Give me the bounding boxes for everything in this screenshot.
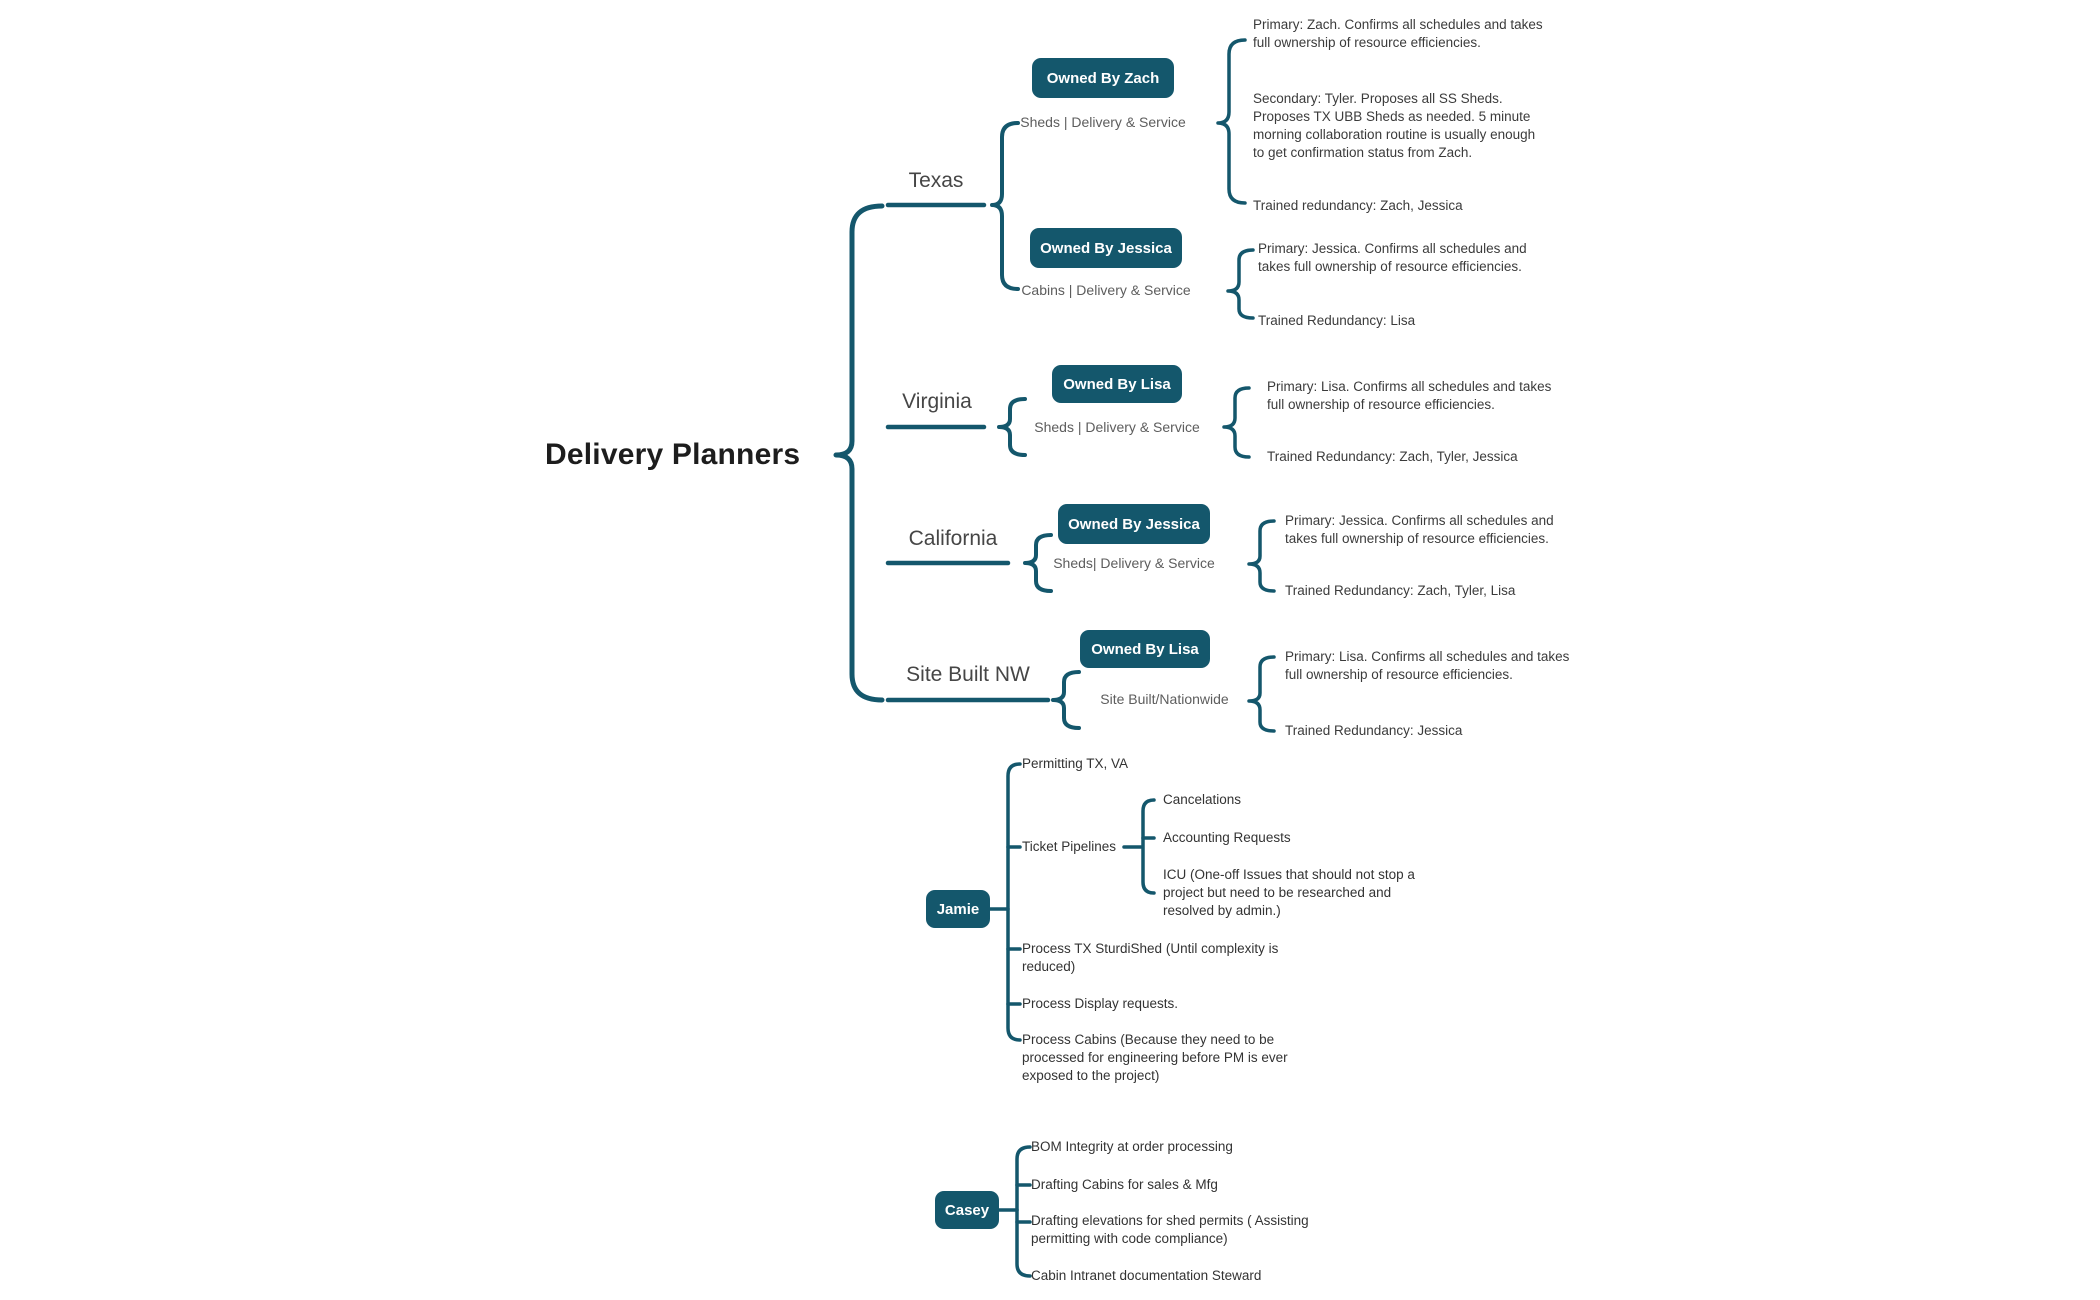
person-badge-casey[interactable]: Casey <box>935 1191 999 1229</box>
scope-label[interactable]: Cabins | Delivery & Service <box>1021 282 1191 298</box>
sitebuilt-connectors <box>885 655 1276 733</box>
note[interactable]: Primary: Zach. Confirms all schedules an… <box>1253 17 1543 50</box>
owner-badge[interactable]: Owned By Jessica <box>1058 504 1210 544</box>
note[interactable]: Trained Redundancy: Lisa <box>1258 313 1416 328</box>
owner-badge[interactable]: Owned By Lisa <box>1080 630 1210 668</box>
owner-badge[interactable]: Owned By Jessica <box>1030 228 1182 268</box>
owner-badge[interactable]: Owned By Lisa <box>1052 365 1182 403</box>
task-item[interactable]: Ticket Pipelines <box>1022 839 1117 854</box>
task-item[interactable]: Process Cabins (Because they need to be … <box>1022 1032 1288 1083</box>
scope-label[interactable]: Sheds| Delivery & Service <box>1053 555 1215 571</box>
root-topic[interactable]: Delivery Planners <box>545 438 801 471</box>
person-badge-jamie[interactable]: Jamie <box>926 890 990 928</box>
note[interactable]: Primary: Jessica. Confirms all schedules… <box>1258 241 1527 274</box>
region-topic-california[interactable]: California <box>908 527 998 550</box>
task-item[interactable]: BOM Integrity at order processing <box>1031 1139 1233 1154</box>
jamie-connectors <box>988 762 1156 1042</box>
note[interactable]: Trained Redundancy: Zach, Tyler, Jessica <box>1267 449 1518 464</box>
note[interactable]: Trained redundancy: Zach, Jessica <box>1253 198 1463 213</box>
texas-connectors <box>885 38 1255 320</box>
task-item[interactable]: Accounting Requests <box>1163 830 1291 845</box>
task-item[interactable]: Cabin Intranet documentation Steward <box>1031 1268 1262 1283</box>
california-connectors <box>885 519 1276 593</box>
note[interactable]: Primary: Lisa. Confirms all schedules an… <box>1285 649 1570 682</box>
scope-label[interactable]: Site Built/Nationwide <box>1100 691 1229 707</box>
note[interactable]: Primary: Jessica. Confirms all schedules… <box>1285 513 1554 546</box>
note[interactable]: Trained Redundancy: Zach, Tyler, Lisa <box>1285 583 1516 598</box>
scope-label[interactable]: Sheds | Delivery & Service <box>1020 114 1186 130</box>
casey-connectors <box>997 1145 1032 1278</box>
region-topic-texas[interactable]: Texas <box>908 169 964 192</box>
task-item[interactable]: Drafting elevations for shed permits ( A… <box>1031 1213 1309 1246</box>
owner-badge[interactable]: Owned By Zach <box>1032 58 1174 98</box>
task-item[interactable]: Permitting TX, VA <box>1022 756 1129 771</box>
task-item[interactable]: Process TX SturdiShed (Until complexity … <box>1022 941 1279 974</box>
task-item[interactable]: Cancelations <box>1163 792 1242 807</box>
note[interactable]: Trained Redundancy: Jessica <box>1285 723 1463 738</box>
task-item[interactable]: Process Display requests. <box>1022 996 1179 1011</box>
root-brace <box>833 203 885 703</box>
note[interactable]: Primary: Lisa. Confirms all schedules an… <box>1267 379 1552 412</box>
region-topic-virginia[interactable]: Virginia <box>902 390 972 413</box>
task-item[interactable]: Drafting Cabins for sales & Mfg <box>1031 1177 1218 1192</box>
virginia-connectors <box>885 386 1251 459</box>
note[interactable]: Secondary: Tyler. Proposes all SS Sheds.… <box>1253 91 1536 160</box>
scope-label[interactable]: Sheds | Delivery & Service <box>1034 419 1200 435</box>
task-item[interactable]: ICU (One-off Issues that should not stop… <box>1163 867 1415 918</box>
region-topic-site-built-nw[interactable]: Site Built NW <box>906 663 1030 686</box>
